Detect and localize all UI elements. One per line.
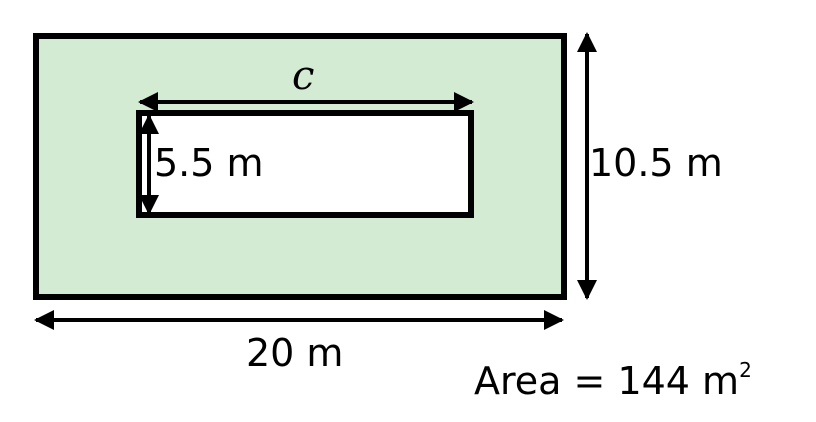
inner-rectangle — [136, 110, 474, 218]
area-exponent: 2 — [739, 358, 752, 382]
outer-width-label: 20 m — [246, 331, 344, 375]
outer-height-label: 10.5 m — [589, 141, 723, 185]
inner-height-label: 5.5 m — [154, 141, 264, 185]
area-label: Area = 144 m2 — [474, 359, 752, 403]
area-text: Area = 144 m — [474, 359, 740, 403]
inner-width-label: c — [292, 53, 315, 99]
